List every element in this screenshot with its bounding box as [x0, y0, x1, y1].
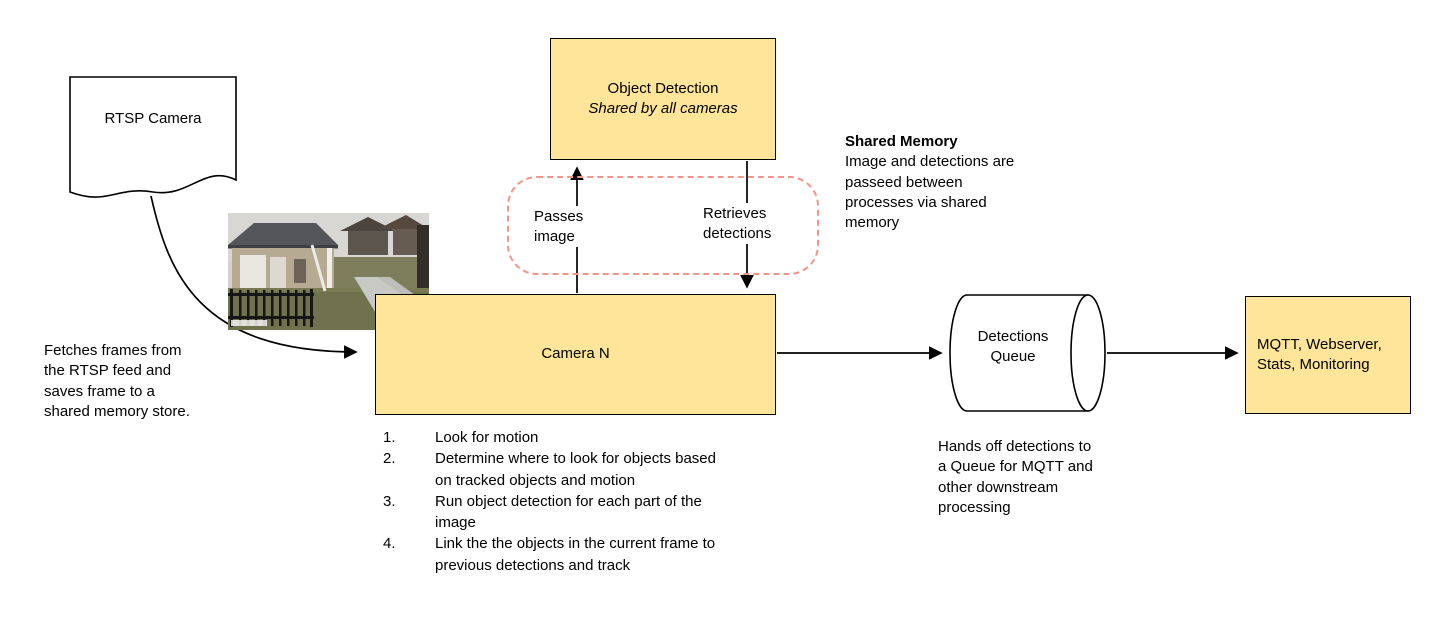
timestamp-overlay	[231, 320, 267, 326]
shared-memory-note-body: Image and detections are passeed between…	[845, 153, 1015, 231]
rtsp-document-shape	[69, 76, 237, 198]
shared-memory-note-title: Shared Memory	[845, 133, 958, 150]
rtsp-to-camera-arrow	[150, 195, 358, 359]
camera-step-text: Run object detection for each part of th…	[435, 492, 702, 532]
outputs-node: MQTT, Webserver, Stats, Monitoring	[1245, 296, 1411, 414]
outputs-label: MQTT, Webserver, Stats, Monitoring	[1257, 335, 1382, 373]
shared-memory-note: Shared Memory Image and detections are p…	[845, 132, 1033, 233]
object-detection-title: Object Detection	[607, 79, 719, 97]
detections-queue-cylinder	[949, 294, 1089, 412]
camera-step: 2. Determine where to look for objects b…	[383, 448, 735, 491]
camera-step-text: Determine where to look for objects base…	[435, 450, 716, 489]
camera-step: 4. Link the the objects in the current f…	[383, 533, 735, 576]
retrieves-detections-label: Retrieves detections	[701, 203, 781, 244]
object-detection-subtitle: Shared by all cameras	[588, 100, 738, 117]
rtsp-camera-label: RTSP Camera	[104, 110, 202, 127]
fetch-frames-note: Fetches frames from the RTSP feed and sa…	[44, 342, 190, 420]
object-detection-node: Object Detection Shared by all cameras	[550, 38, 776, 160]
shared-memory-boundary	[507, 176, 819, 275]
camera-n-node: Camera N	[375, 294, 776, 415]
camera-step-text: Look for motion	[435, 429, 539, 446]
camera-step-text: Link the the objects in the current fram…	[435, 535, 716, 574]
camera-step-number: 2.	[383, 450, 396, 468]
camera-snapshot	[228, 213, 429, 330]
camera-n-label: Camera N	[541, 345, 610, 363]
camera-step: 3. Run object detection for each part of…	[383, 491, 735, 534]
camera-step-number: 1.	[383, 429, 396, 446]
camera-step-number: 3.	[383, 492, 396, 510]
detections-queue-label: Detections Queue	[977, 328, 1049, 366]
detections-queue-cylinder-cap	[1070, 294, 1106, 412]
camera-steps-list: 1. Look for motion 2. Determine where to…	[383, 427, 735, 576]
camera-step: 1. Look for motion	[383, 427, 735, 448]
passes-image-label: Passes image	[532, 206, 592, 247]
handoff-note: Hands off detections to a Queue for MQTT…	[938, 438, 1093, 516]
camera-step-number: 4.	[383, 535, 396, 553]
